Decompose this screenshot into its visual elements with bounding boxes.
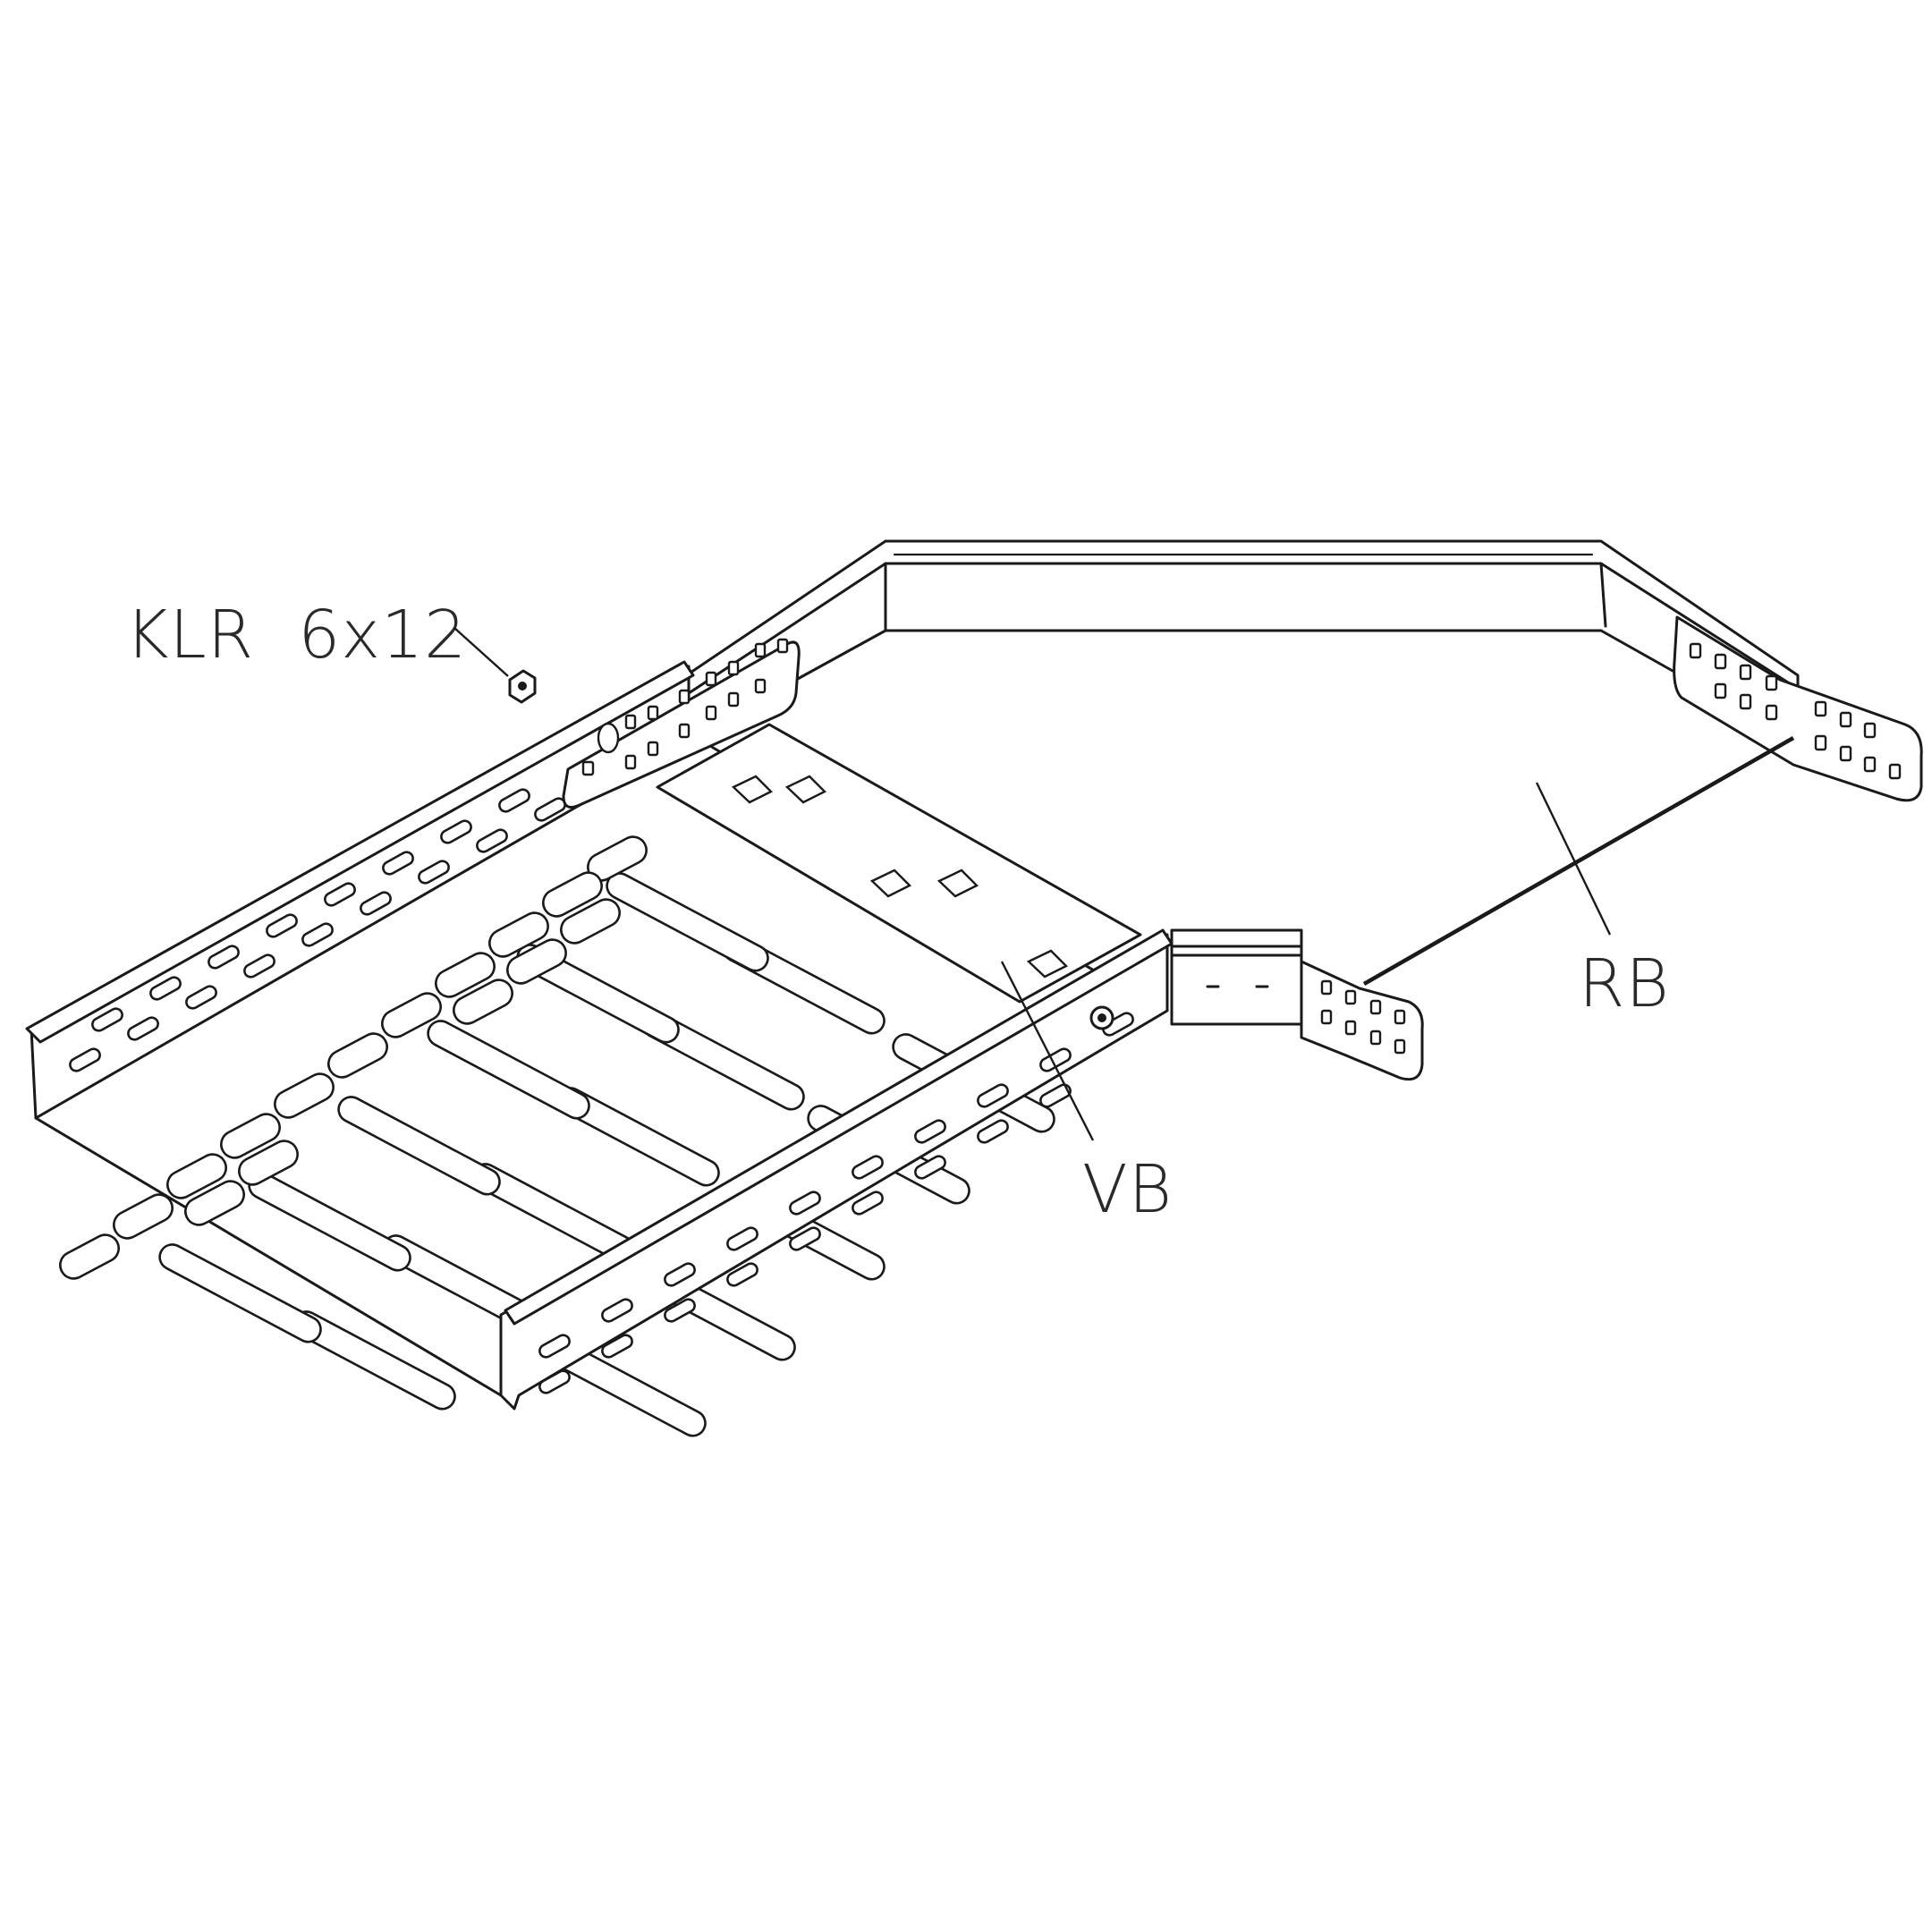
bend-top-rail	[678, 539, 1800, 695]
callout-bend: RB	[1535, 782, 1670, 1022]
bend-end-plate-front-holes	[1320, 979, 1406, 1055]
tray-front-wall-slots	[538, 1012, 1134, 1394]
callout-screw: KLR 6x12	[125, 597, 509, 677]
callout-bend-label: RB	[1579, 945, 1670, 1022]
tray-back-rim	[25, 660, 695, 1044]
joint-plate-body	[656, 723, 1142, 1004]
callout-screw-label: KLR 6x12	[125, 597, 467, 674]
callout-bend-leader	[1535, 782, 1612, 936]
tray-base-edge-slots	[59, 835, 648, 1280]
straight-tray	[25, 638, 1174, 1437]
joint-plate-vb	[656, 723, 1142, 1004]
bend-element	[678, 539, 1923, 1081]
callout-joint-plate: VB	[1000, 961, 1173, 1228]
callout-joint-plate-leader	[1000, 961, 1095, 1141]
screw-icon	[508, 669, 537, 704]
callout-joint-plate-label: VB	[1082, 1151, 1173, 1228]
callout-screw-leader	[453, 627, 509, 677]
tray-front-rim	[504, 928, 1174, 1326]
installed-screw	[1089, 1005, 1114, 1030]
bend-base-edge	[1362, 736, 1795, 986]
tray-back-joint-plate-holes	[581, 638, 789, 776]
tray-back-wall-slots	[69, 788, 566, 1072]
bend-front-stub	[1170, 928, 1303, 1026]
bend-end-plate-right-holes	[1689, 642, 1902, 780]
bend-end-plate-right	[1673, 615, 1923, 802]
